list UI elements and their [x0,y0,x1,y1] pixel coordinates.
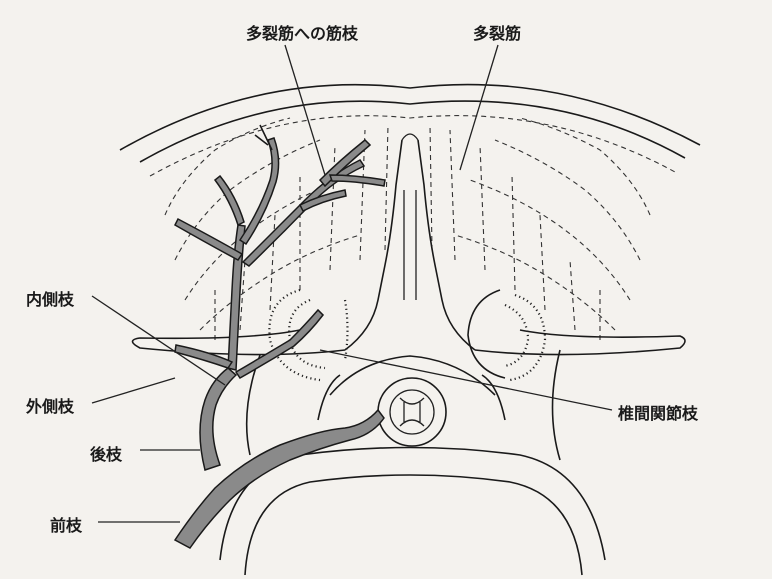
muscle-left [164,117,389,340]
ventral-ramus-nerve [173,408,385,549]
muscle-right [429,117,651,340]
leader-multifidus [459,44,499,171]
spinous-process [344,139,403,351]
spinal-cord [389,389,435,435]
transverse-process-right [474,329,686,356]
leader-facet-branch [319,349,613,411]
medial-branch-nerve [227,224,246,371]
facet-branch-nerve [234,308,324,379]
label-lateral-branch: 外側枝 [26,397,75,416]
leader-lateral-branch [91,377,176,404]
transverse-process-left [131,329,346,356]
label-multifidus-branch: 多裂筋への筋枝 [246,24,359,43]
label-multifidus: 多裂筋 [473,24,522,43]
lamina [329,355,496,396]
label-medial-branch: 内側枝 [26,290,75,309]
dorsal-ramus-nerve [199,367,238,471]
facet-joint-right [467,289,547,382]
label-dorsal-ramus: 後枝 [90,445,123,464]
skin-outline [119,83,701,151]
facet-joint-left [268,288,349,382]
leader-multifidus-branch [284,44,326,176]
fascia-dash [149,115,676,177]
dural-sac [377,377,447,447]
gray-matter [399,397,425,427]
muscle-branches [174,124,386,267]
fascia-line [139,100,686,163]
label-facet-branch: 椎間関節枝 [618,404,699,423]
lateral-branch-nerve [174,344,234,369]
vertebral-body-inner [244,474,583,576]
leader-medial-branch [91,295,226,386]
label-ventral-ramus: 前枝 [50,516,83,535]
